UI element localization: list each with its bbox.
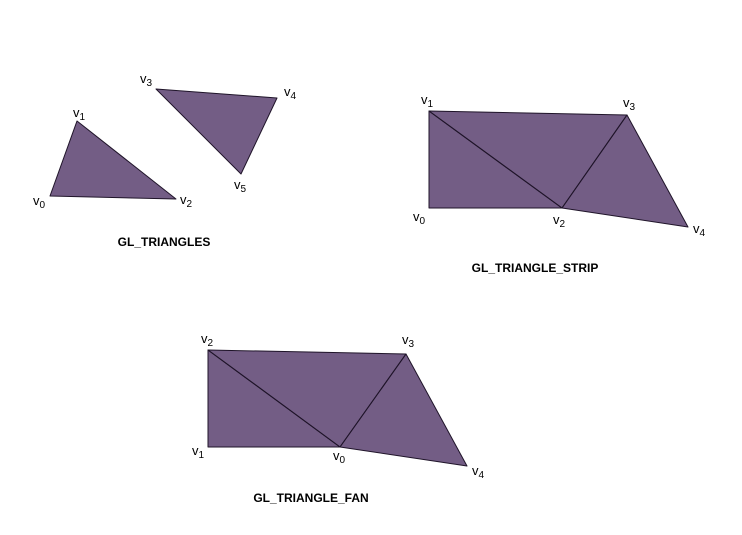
- strip-diagonal-v3-v2: [561, 114, 628, 209]
- vertex-label-v1: v1: [73, 105, 86, 123]
- triangle-v0-v1-v2: [49, 120, 177, 200]
- vertex-label-v4: v4: [284, 84, 297, 102]
- gl-triangle-fan-group: v0 v1 v2 v3 v4 GL_TRIANGLE_FAN: [192, 331, 485, 505]
- caption-gl-triangle-strip: GL_TRIANGLE_STRIP: [472, 261, 599, 275]
- vertex-label-v0: v0: [413, 209, 426, 227]
- caption-gl-triangles: GL_TRIANGLES: [118, 235, 211, 249]
- strip-diagonal-v1-v2: [428, 110, 563, 209]
- vertex-label-v2: v2: [180, 192, 193, 210]
- vertex-label-v3: v3: [402, 332, 415, 350]
- gl-triangles-group: v0 v1 v2 v3 v4 v5 GL_TRIANGLES: [33, 71, 297, 249]
- gl-triangle-strip-group: v0 v1 v2 v3 v4 GL_TRIANGLE_STRIP: [413, 92, 706, 275]
- vertex-label-v5: v5: [234, 177, 247, 195]
- vertex-label-v0: v0: [333, 448, 346, 466]
- vertex-label-v2: v2: [553, 212, 566, 230]
- vertex-label-v0: v0: [33, 193, 46, 211]
- vertex-label-v3: v3: [623, 95, 636, 113]
- vertex-label-v4: v4: [693, 221, 706, 239]
- triangle-v3-v4-v5: [155, 88, 278, 175]
- vertex-label-v4: v4: [472, 463, 485, 481]
- vertex-label-v2: v2: [201, 331, 214, 349]
- caption-gl-triangle-fan: GL_TRIANGLE_FAN: [253, 491, 368, 505]
- fan-diagonal-v2-v0: [207, 349, 341, 448]
- vertex-label-v3: v3: [140, 71, 153, 89]
- vertex-label-v1: v1: [421, 92, 434, 110]
- fan-diagonal-v3-v0: [339, 353, 407, 448]
- vertex-label-v1: v1: [192, 443, 205, 461]
